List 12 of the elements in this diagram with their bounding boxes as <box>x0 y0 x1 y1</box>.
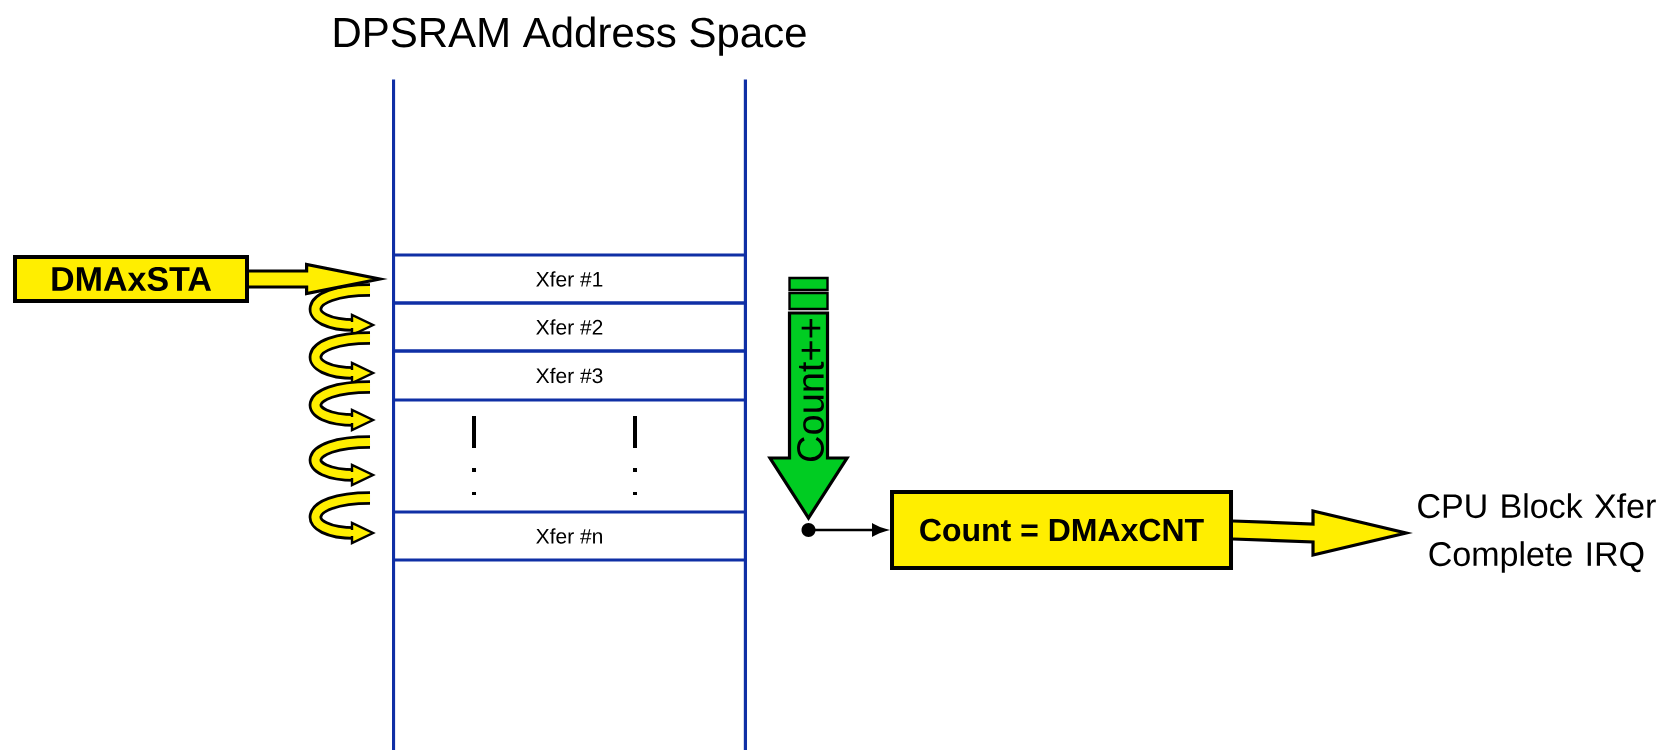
block-arrow <box>247 262 388 296</box>
block-arrow <box>1231 509 1413 558</box>
register-box: Count = DMAxCNT <box>890 490 1233 570</box>
memory-column <box>392 79 747 750</box>
memory-row: Xfer #3 <box>394 367 745 402</box>
register-box: DMAxSTA <box>13 255 249 303</box>
memory-row: Xfer #n <box>394 510 745 562</box>
column-title: DPSRAM Address Space <box>334 16 806 56</box>
memory-row: Xfer #1 <box>394 253 745 305</box>
memory-row: Xfer #2 <box>394 319 745 353</box>
output-label: CPU Block Xfer Complete IRQ <box>1418 493 1656 573</box>
arrow <box>801 523 887 537</box>
